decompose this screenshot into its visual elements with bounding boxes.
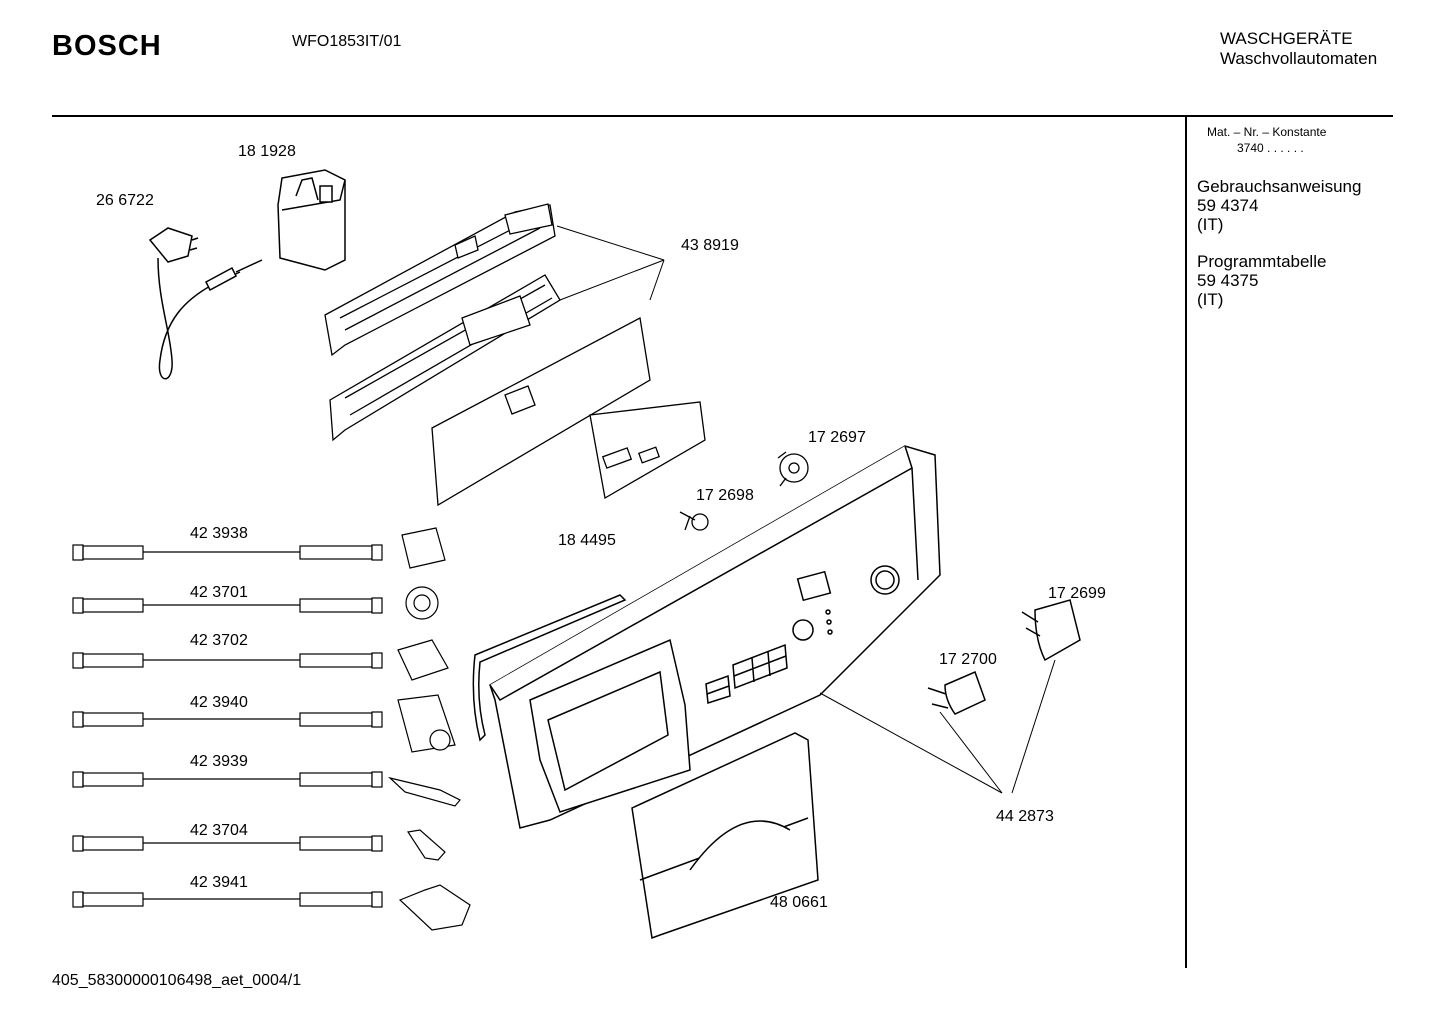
- part-label-172700: 17 2700: [939, 651, 997, 668]
- part-label-172698: 17 2698: [696, 487, 754, 504]
- harness-5: [72, 771, 461, 807]
- doc-manual-number: 59 4374: [1197, 196, 1259, 215]
- knob-leader-lines: [819, 659, 1056, 794]
- doc-manual: Gebrauchsanweisung 59 4374 (IT): [1197, 177, 1361, 234]
- part-label-438919: 43 8919: [681, 237, 739, 254]
- harness-3: [72, 639, 449, 681]
- material-label: Mat. – Nr. – Konstante: [1207, 125, 1327, 139]
- harness-label-6: 42 3704: [190, 822, 248, 839]
- part-label-172697: 17 2697: [808, 429, 866, 446]
- part-label-181928: 18 1928: [238, 143, 296, 160]
- doc-program-table-number: 59 4375: [1197, 271, 1259, 290]
- doc-program-table-title: Programmtabelle: [1197, 252, 1327, 271]
- harness-2: [72, 586, 439, 620]
- harness-label-1: 42 3938: [190, 525, 248, 542]
- part-label-480661: 48 0661: [770, 894, 828, 911]
- wire-harness-drawings: [72, 527, 471, 931]
- harness-label-2: 42 3701: [190, 584, 248, 601]
- harness-6: [72, 829, 446, 861]
- subcategory-title: Waschvollautomaten: [1220, 49, 1378, 68]
- doc-program-table: Programmtabelle 59 4375 (IT): [1197, 252, 1326, 309]
- part-label-266722: 26 6722: [96, 192, 154, 209]
- part-label-442873: 44 2873: [996, 808, 1054, 825]
- large-knob-drawings: [927, 599, 1081, 715]
- part-label-184495: 18 4495: [558, 532, 616, 549]
- knob-drawings: [679, 451, 809, 531]
- document-code: 405_58300000106498_aet_0004/1: [52, 972, 302, 989]
- control-panel-drawing: [472, 445, 941, 829]
- module-leader-lines: [556, 225, 665, 301]
- doc-manual-title: Gebrauchsanweisung: [1197, 177, 1362, 196]
- control-module-drawing: [324, 203, 706, 507]
- harness-label-4: 42 3940: [190, 694, 248, 711]
- harness-label-7: 42 3941: [190, 874, 248, 891]
- harness-7: [72, 884, 471, 931]
- doc-manual-lang: (IT): [1197, 215, 1224, 234]
- harness-1: [72, 527, 446, 569]
- model-number: WFO1853IT/01: [292, 33, 402, 50]
- doc-program-table-lang: (IT): [1197, 290, 1224, 309]
- bosch-logo: BOSCH: [52, 30, 162, 62]
- harness-4: [72, 694, 456, 753]
- power-cord-drawing: [148, 227, 263, 380]
- part-label-172699: 17 2699: [1048, 585, 1106, 602]
- harness-label-5: 42 3939: [190, 753, 248, 770]
- detergent-drawer-drawing: [631, 732, 819, 940]
- interference-filter-drawing: [277, 169, 346, 271]
- category-title: WASCHGERÄTE: [1220, 29, 1353, 48]
- material-value: 3740 . . . . . .: [1237, 141, 1304, 155]
- harness-label-3: 42 3702: [190, 632, 248, 649]
